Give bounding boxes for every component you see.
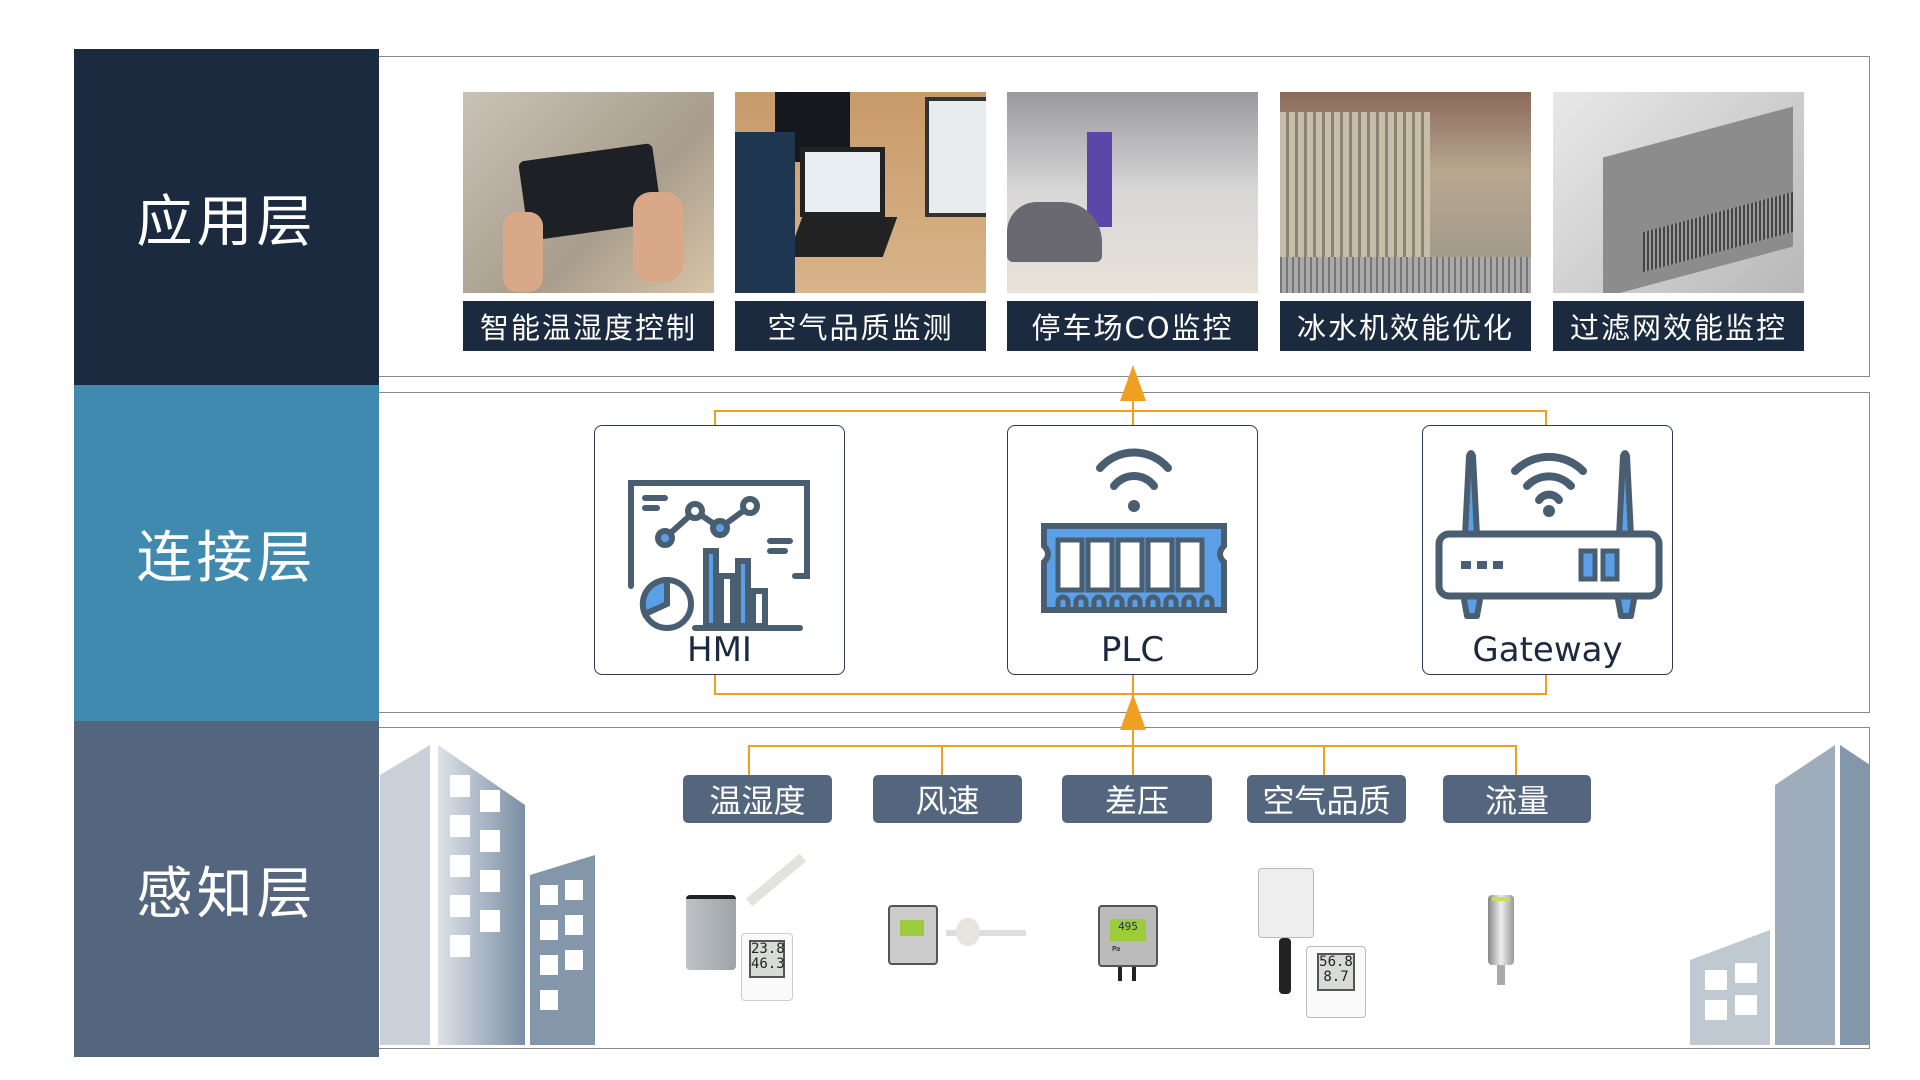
differential-pressure-sensor-image: 495 Pa (1098, 905, 1178, 985)
photo-tablet-smart-home (463, 92, 714, 293)
sensor-label-air-velocity: 风速 (873, 775, 1022, 823)
connector-line (1545, 410, 1547, 426)
layer-label: 连接层 (136, 525, 317, 591)
device-gateway: Gateway (1422, 425, 1673, 675)
reading-temperature: 23.8 (751, 941, 785, 957)
hmi-dashboard-icon (628, 480, 810, 631)
sensor-label-differential-pressure: 差压 (1062, 775, 1212, 823)
connector-line (1132, 395, 1134, 426)
connector-line (748, 745, 1517, 747)
connector-line (714, 693, 1547, 695)
reading-pressure: 495 (1118, 920, 1138, 933)
device-label: PLC (1100, 630, 1165, 670)
connector-line (1515, 745, 1517, 775)
layer-label: 应用层 (136, 189, 317, 255)
plc-memory-icon (1041, 448, 1227, 613)
photo-parking-garage (1007, 92, 1258, 293)
layer-application: 应用层 (74, 49, 379, 385)
air-velocity-sensor-image (888, 900, 1033, 990)
connector-line (748, 745, 750, 775)
buildings-left-icon (380, 745, 595, 1045)
layer-perception: 感知层 (74, 721, 379, 1057)
reading-voc: 8.7 (1323, 969, 1349, 985)
photo-duct-filter (1553, 92, 1804, 293)
connector-line (714, 410, 1547, 412)
connector-line (714, 410, 716, 426)
connector-line (1545, 675, 1547, 694)
photo-laptop-monitoring (735, 92, 986, 293)
app-label: 停车场CO监控 (1007, 301, 1258, 351)
router-gateway-icon (1435, 450, 1663, 619)
reading-pressure-unit: Pa (1112, 945, 1121, 953)
connector-line (1323, 745, 1325, 775)
arrow-up-icon (1120, 694, 1146, 730)
device-label: HMI (687, 630, 752, 670)
reading-humidity: 46.3 (751, 956, 785, 972)
arrow-up-icon (1120, 365, 1146, 401)
layer-label: 感知层 (136, 861, 317, 927)
connector-line (714, 675, 716, 694)
device-hmi: HMI (594, 425, 845, 675)
reading-co2: 56.8 (1319, 954, 1353, 970)
photo-rooftop-chillers (1280, 92, 1531, 293)
buildings-right-icon (1690, 745, 1870, 1045)
sensor-label-flow: 流量 (1443, 775, 1591, 823)
sensor-label-air-quality: 空气品质 (1247, 775, 1406, 823)
app-label: 冰水机效能优化 (1280, 301, 1531, 351)
connector-line (941, 745, 943, 775)
layer-connection: 连接层 (74, 385, 379, 721)
app-label: 智能温湿度控制 (463, 301, 714, 351)
device-plc: PLC (1007, 425, 1258, 675)
app-label: 空气品质监测 (735, 301, 986, 351)
flow-sensor-image (1484, 895, 1520, 995)
sensor-label-temp-humidity: 温湿度 (683, 775, 832, 823)
device-label: Gateway (1472, 630, 1623, 670)
app-label: 过滤网效能监控 (1553, 301, 1804, 351)
